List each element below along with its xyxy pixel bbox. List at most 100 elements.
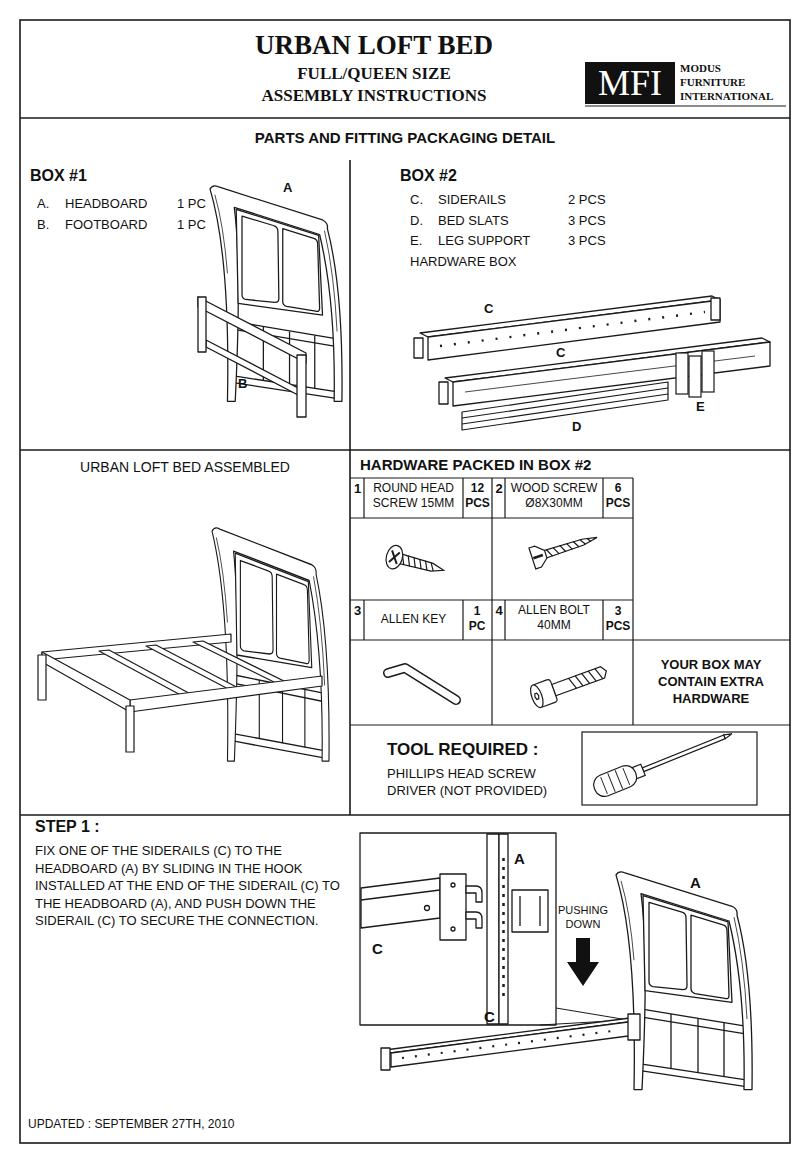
detail-inset — [440, 874, 466, 940]
page-frame — [349, 160, 351, 815]
leg-support-drawing — [676, 351, 714, 397]
detail-inset — [487, 834, 499, 1024]
screwdriver — [642, 735, 725, 772]
note-cell: YOUR BOX MAY CONTAIN EXTRA HARDWARE — [633, 640, 790, 725]
detail-inset — [466, 886, 482, 902]
document-title: URBAN LOFT BED — [174, 30, 574, 61]
callout-number: 3 — [351, 604, 364, 619]
hardware-grid — [363, 478, 364, 518]
part-qty: 3 PCS — [568, 214, 618, 229]
part-letter: D. — [410, 214, 435, 229]
part-name: ALLEN BOLT 40MM — [506, 603, 602, 633]
headboard-drawing — [616, 872, 752, 1090]
bed-slats-drawing — [462, 382, 668, 430]
siderail-drawing — [440, 312, 705, 346]
siderail-drawing — [711, 298, 720, 320]
hardware-cell: 2WOOD SCREW Ø8X30MM6 PCS — [492, 478, 633, 600]
siderail-drawing — [628, 1014, 640, 1040]
round-head-screw — [384, 543, 447, 581]
part-name: LEG SUPPORT — [438, 234, 563, 249]
detail-inset — [451, 927, 455, 931]
panel-heading: BOX #2 — [400, 167, 520, 185]
callout-number: 4 — [493, 604, 505, 619]
siderail-drawing — [414, 338, 423, 358]
bed-slats-drawing — [462, 382, 668, 430]
detail-inset — [425, 906, 430, 911]
section-heading: PARTS AND FITTING PACKAGING DETAIL — [20, 129, 790, 146]
hardware-panel: HARDWARE PACKED IN BOX #2 1ROUND HEAD SCR… — [350, 450, 790, 815]
allen-key — [388, 668, 456, 700]
hardware-grid — [504, 478, 505, 518]
callout-letter: C — [484, 302, 500, 317]
wood-screw — [529, 527, 600, 569]
part-qty: 1 PC — [177, 197, 207, 212]
wood-screw — [546, 536, 591, 558]
callout-letter: C — [556, 346, 572, 361]
hardware-grid — [462, 600, 463, 640]
part-name: SIDERAILS — [438, 193, 563, 208]
detail-inset — [512, 890, 548, 932]
leg-support-drawing — [702, 351, 714, 392]
push-arrow — [567, 938, 599, 986]
siderail-drawing — [391, 1021, 636, 1067]
siderail-drawing — [381, 1048, 390, 1070]
panel-heading: HARDWARE PACKED IN BOX #2 — [360, 456, 660, 473]
tool-text: PHILLIPS HEAD SCREW DRIVER (NOT PROVIDED… — [387, 765, 572, 799]
callout-number: 1 — [351, 482, 364, 497]
wood-screw — [529, 544, 549, 569]
allen-bolt — [528, 683, 546, 709]
footboard-drawing — [198, 297, 306, 417]
arrow-label: PUSHING DOWN — [557, 903, 609, 931]
detail-inset — [520, 896, 540, 926]
screwdriver-box — [582, 732, 757, 805]
bed-frame-drawing — [38, 655, 46, 700]
hardware-grid — [350, 639, 790, 640]
footboard-drawing — [198, 297, 206, 352]
hardware-grid — [602, 600, 603, 640]
detail-inset — [502, 858, 505, 1002]
screwdriver — [591, 724, 736, 800]
bed-slats-drawing — [462, 388, 668, 418]
screwdriver — [600, 767, 630, 795]
part-note: HARDWARE BOX — [410, 255, 560, 270]
hardware-grid — [491, 478, 492, 725]
footer-note: UPDATED : SEPTEMBER 27TH, 2010 — [28, 1118, 328, 1132]
part-name: FOOTBOARD — [65, 218, 175, 233]
part-name: ROUND HEAD SCREW 15MM — [365, 481, 462, 511]
part-letter: A. — [37, 197, 62, 212]
hardware-grid — [632, 478, 633, 725]
bed-frame-drawing — [126, 706, 134, 752]
wood-screw — [539, 534, 599, 560]
detail-inset — [360, 833, 556, 1025]
logo-text: MFI — [585, 62, 675, 104]
hardware-cell: 1ROUND HEAD SCREW 15MM12 PCS — [350, 478, 492, 600]
callout-letter: E — [696, 400, 712, 415]
bed-slats-drawing — [462, 394, 668, 424]
page-frame — [20, 449, 790, 451]
siderail-drawing — [439, 382, 448, 404]
callout-letter: B — [238, 377, 254, 392]
bed-frame-drawing — [42, 652, 130, 712]
part-name: BED SLATS — [438, 214, 563, 229]
screwdriver — [724, 732, 733, 739]
part-name: WOOD SCREW Ø8X30MM — [506, 481, 602, 511]
step-heading: STEP 1 : — [35, 818, 235, 836]
illustration-panel: URBAN LOFT BED ASSEMBLED — [20, 450, 350, 815]
push-arrow — [567, 962, 599, 986]
bed-frame-drawing — [193, 641, 294, 687]
page-frame — [20, 117, 790, 119]
push-arrow — [576, 938, 590, 963]
bed-frame-drawing — [146, 645, 246, 693]
tool-heading: TOOL REQUIRED : — [387, 740, 577, 760]
company-name: MODUS FURNITURE INTERNATIONAL — [680, 61, 783, 103]
subtitle: ASSEMBLY INSTRUCTIONS — [174, 86, 574, 106]
logo-box: MFI — [585, 62, 675, 104]
screwdriver-box — [582, 732, 757, 805]
allen-bolt — [528, 660, 610, 710]
detail-inset — [360, 833, 556, 1025]
page-frame — [585, 105, 786, 106]
part-letter: E. — [410, 234, 435, 249]
detail-inset — [451, 883, 455, 887]
callout-number: 2 — [493, 482, 505, 497]
